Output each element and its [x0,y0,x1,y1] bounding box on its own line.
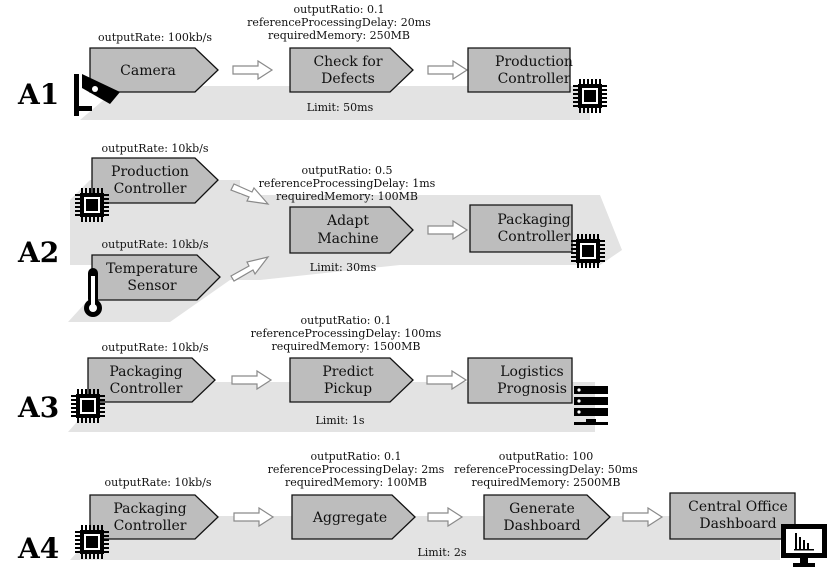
output-ratio-label: outputRatio: 100 [499,450,594,463]
required-memory-label: requiredMemory: 1500MB [271,340,420,353]
row-a4: A4 outputRate: 10kb/s Packaging Controll… [17,450,827,567]
node-label-line2: Pickup [324,381,372,397]
node-label-line1: Check for [313,54,382,70]
node-predict-pickup [289,357,414,403]
latency-limit-label: Limit: 50ms [307,101,374,114]
row-a3: A3 outputRate: 10kb/s Packaging Controll… [17,314,608,432]
node-label-line1: Adapt [326,213,369,229]
node-label-line2: Dashboard [699,516,776,532]
node-aggregate [291,494,416,540]
required-memory-label: requiredMemory: 100MB [276,190,418,203]
output-ratio-label: outputRatio: 0.5 [301,164,392,177]
processing-delay-label: referenceProcessingDelay: 100ms [251,327,442,340]
output-rate-label: outputRate: 10kb/s [102,142,209,155]
node-label-line2: Controller [110,381,183,397]
output-rate-label: outputRate: 10kb/s [105,476,212,489]
chip-icon [571,234,605,268]
chip-icon [75,188,109,222]
node-check-for-defects [289,47,414,93]
node-label-line1: Temperature [106,261,198,277]
required-memory-label: requiredMemory: 100MB [285,476,427,489]
flow-arrow [426,369,468,391]
node-generate-dashboard [483,494,611,540]
node-label-line1: Generate [509,501,575,517]
output-rate-label: outputRate: 100kb/s [98,31,212,44]
server-icon [574,386,608,425]
latency-limit-label: Limit: 2s [417,546,466,559]
node-label-line1: Logistics [500,364,563,380]
node-label-line1: Packaging [497,212,570,228]
node-label-line2: Machine [317,231,378,247]
row-label: A4 [17,532,59,565]
node-label-line2: Prognosis [497,381,567,397]
node-label-line2: Controller [114,181,187,197]
row-a2: A2 outputRate: 10kb/s Production Control… [17,142,622,322]
flow-arrow [233,506,275,528]
row-label: A2 [17,236,59,269]
latency-band [80,86,590,120]
node-label-line1: Packaging [113,501,186,517]
latency-limit-label: Limit: 30ms [310,261,377,274]
thermometer-icon [84,268,102,317]
flow-arrow [427,59,469,81]
required-memory-label: requiredMemory: 250MB [268,29,410,42]
processing-delay-label: referenceProcessingDelay: 1ms [259,177,436,190]
node-label-line2: Defects [321,71,375,87]
latency-band [70,516,780,560]
node-label: Aggregate [312,510,387,526]
chip-icon [71,389,105,423]
required-memory-label: requiredMemory: 2500MB [471,476,620,489]
row-a1: A1 outputRate: 100kb/s Camera outputRati… [17,3,607,120]
node-label-line2: Controller [498,71,571,87]
node-logistics-prognosis [467,357,573,404]
node-label: Camera [120,63,176,79]
output-ratio-label: outputRatio: 0.1 [293,3,384,16]
output-ratio-label: outputRatio: 0.1 [300,314,391,327]
node-label-line1: Packaging [109,364,182,380]
node-label-line2: Dashboard [503,518,580,534]
output-rate-label: outputRate: 10kb/s [102,238,209,251]
camera-icon [74,74,120,116]
flow-arrow [230,256,270,282]
latency-limit-label: Limit: 1s [315,414,364,427]
flow-arrow [622,506,664,528]
node-adapt-machine [289,206,414,254]
row-label: A3 [17,391,59,424]
node-label-line2: Controller [498,229,571,245]
row-label: A1 [17,78,59,111]
node-label-line1: Production [111,164,189,180]
node-label-line1: Predict [322,364,374,380]
flow-arrow [427,506,464,528]
chip-icon [75,525,109,559]
processing-delay-label: referenceProcessingDelay: 2ms [268,463,445,476]
flow-arrow [232,59,274,81]
node-label-line1: Central Office [688,499,788,515]
output-rate-label: outputRate: 10kb/s [102,341,209,354]
chip-icon [573,79,607,113]
output-ratio-label: outputRatio: 0.1 [310,450,401,463]
processing-delay-label: referenceProcessingDelay: 20ms [247,16,431,29]
monitor-icon [781,524,827,567]
node-label-line2: Controller [114,518,187,534]
processing-delay-label: referenceProcessingDelay: 50ms [454,463,638,476]
node-production-controller [467,47,571,93]
flow-arrow [427,219,469,241]
node-label-line1: Production [495,54,573,70]
flow-arrow [231,369,273,391]
node-label-line2: Sensor [127,278,177,294]
flow-arrow [230,183,270,205]
